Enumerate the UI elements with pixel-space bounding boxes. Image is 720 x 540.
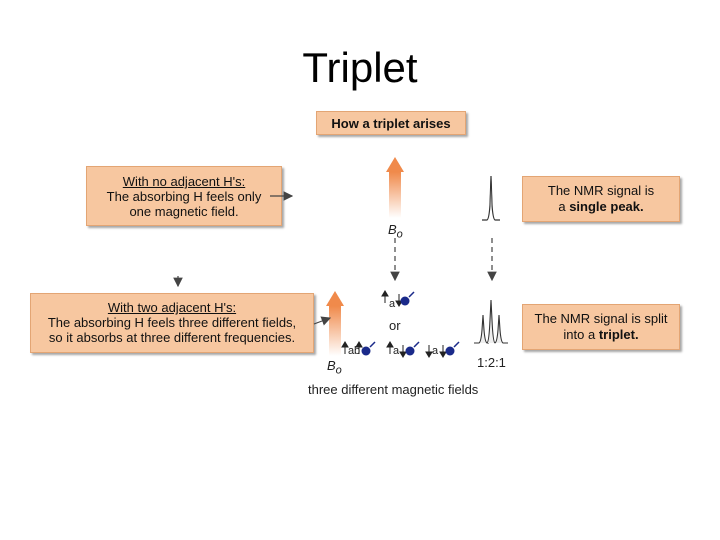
spin-group-3 xyxy=(425,341,460,358)
spin-label-a-1: a xyxy=(348,345,355,357)
spin-group-1 xyxy=(341,341,376,356)
spin-label-a-top: a xyxy=(389,298,396,310)
single-peak-box: The NMR signal is a single peak. xyxy=(522,176,680,222)
two-adjacent-line1: The absorbing H feels three different fi… xyxy=(47,315,297,330)
header-box: How a triplet arises xyxy=(316,111,466,135)
triplet-line1: The NMR signal is split xyxy=(534,311,668,326)
pointer-arrow-2 xyxy=(313,316,332,326)
no-adjacent-line2: one magnetic field. xyxy=(129,204,239,219)
field-label-upper: Bo xyxy=(388,222,403,241)
field-arrow-upper xyxy=(386,157,404,218)
single-peak-fill xyxy=(489,175,493,207)
or-label: or xyxy=(389,318,401,333)
no-adjacent-heading: With no adjacent H's: xyxy=(122,174,246,189)
triplet-prefix: into a xyxy=(563,327,599,342)
triplet-bold: triplet. xyxy=(598,327,639,342)
spin-label-a-3: a xyxy=(432,345,439,357)
spin-label-a-2: a xyxy=(393,345,400,357)
two-adjacent-heading: With two adjacent H's: xyxy=(107,300,237,315)
field-label-lower: Bo xyxy=(327,358,342,377)
field-arrow-lower xyxy=(326,291,344,356)
triplet-peaks xyxy=(474,299,508,344)
slide-title: Triplet xyxy=(302,44,418,91)
single-peak-line1: The NMR signal is xyxy=(547,183,655,198)
two-adjacent-box: With two adjacent H's: The absorbing H f… xyxy=(30,293,314,353)
single-peak-prefix: a xyxy=(558,199,570,214)
caption: three different magnetic fields xyxy=(308,382,479,397)
no-adjacent-line1: The absorbing H feels only xyxy=(106,189,262,204)
triplet-box: The NMR signal is split into a triplet. xyxy=(522,304,680,350)
spin-group-2 xyxy=(386,341,420,358)
spin-label-b-1: b xyxy=(354,345,361,357)
ratio-label: 1:2:1 xyxy=(477,355,506,370)
two-adjacent-line2: so it absorbs at three different frequen… xyxy=(48,330,296,345)
spin-group-top xyxy=(381,290,415,307)
single-peak-bold: single peak. xyxy=(569,199,644,214)
